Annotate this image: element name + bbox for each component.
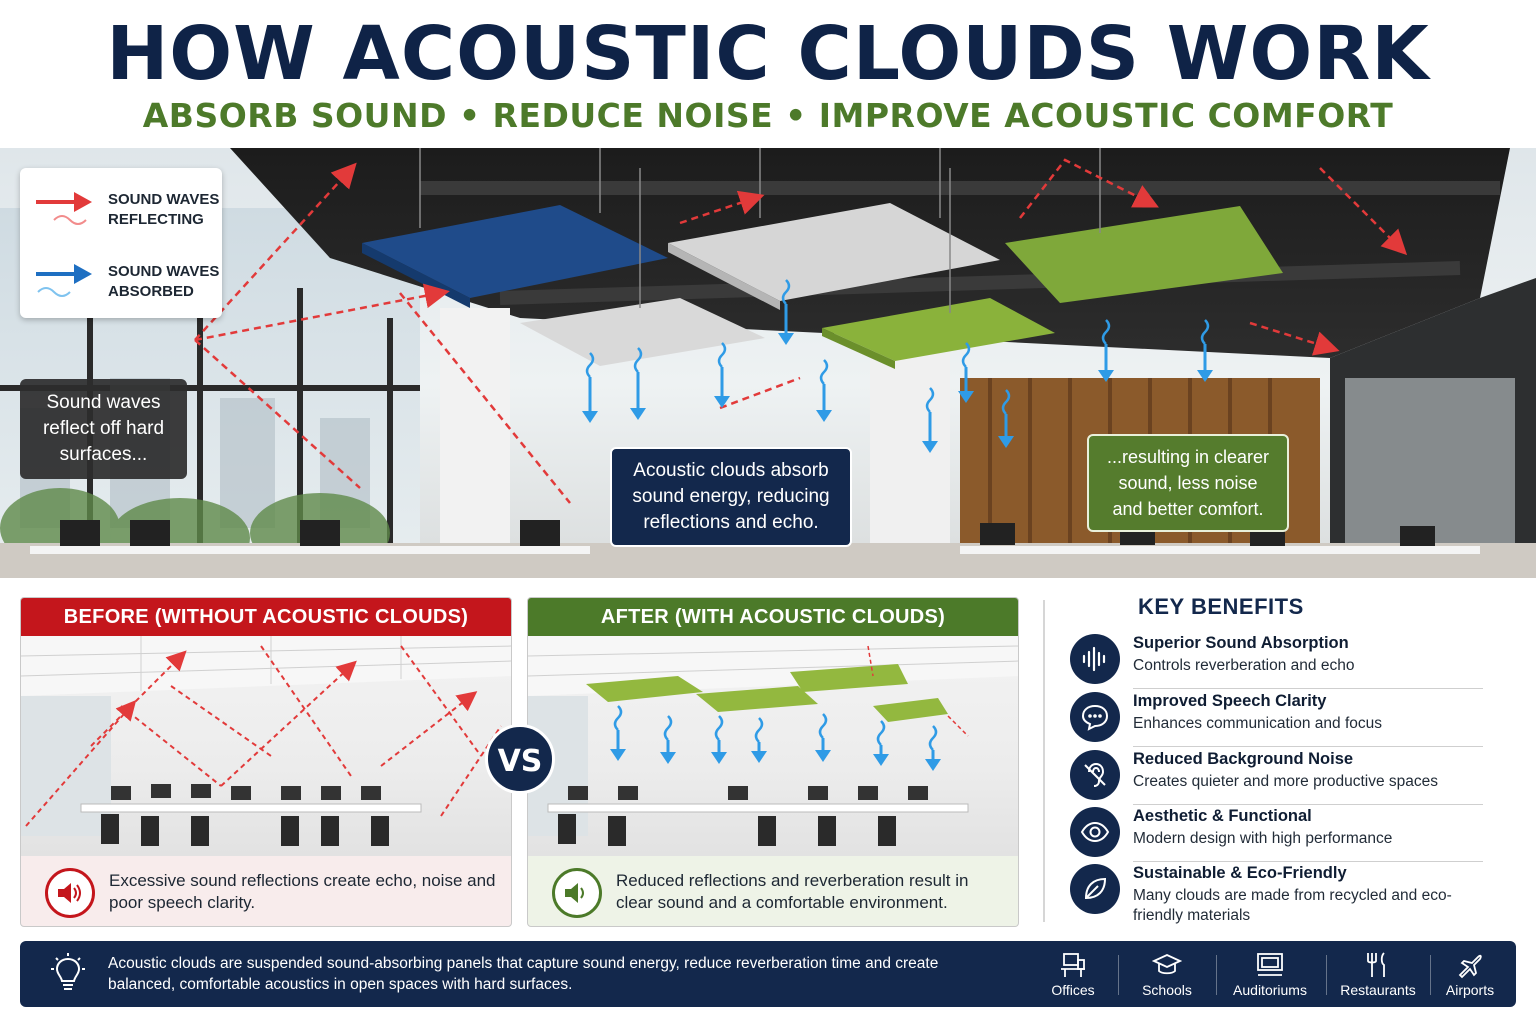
leaf-icon: [1070, 864, 1120, 914]
after-scene: [528, 636, 1018, 856]
venue-label: Schools: [1142, 982, 1192, 998]
benefit-title: Superior Sound Absorption: [1133, 634, 1349, 652]
venue-offices: Offices: [1042, 941, 1104, 1007]
benefit-description: Creates quieter and more productive spac…: [1133, 773, 1438, 790]
benefit-item-aesthetic: Aesthetic & Functional Modern design wit…: [1070, 805, 1484, 863]
legend-reflecting-label: SOUND WAVES REFLECTING: [108, 191, 220, 228]
before-scene: [21, 636, 511, 856]
venue-airports: Airports: [1438, 941, 1502, 1007]
footer-bar: Acoustic clouds are suspended sound-abso…: [20, 941, 1516, 1007]
venue-separator: [1118, 955, 1119, 995]
after-panel: AFTER (WITH ACOUSTIC CLOUDS): [527, 597, 1019, 927]
benefit-description: Modern design with high performance: [1133, 830, 1393, 847]
cutlery-icon: [1367, 952, 1385, 977]
absorbed-arrow: [610, 705, 626, 761]
sound-wave-icon: [1070, 634, 1120, 684]
callout-result: ...resulting in clearer sound, less nois…: [1087, 434, 1289, 532]
speech-bubble-icon: [1070, 692, 1120, 742]
absorbed-arrow: [958, 342, 974, 403]
venue-separator: [1430, 955, 1431, 995]
before-panel: BEFORE (WITHOUT ACOUSTIC CLOUDS): [20, 597, 512, 927]
auditorium-icon: [1257, 953, 1283, 976]
after-panel-title: AFTER (WITH ACOUSTIC CLOUDS): [528, 598, 1018, 636]
absorbed-arrow: [925, 725, 941, 771]
benefit-title: Aesthetic & Functional: [1133, 807, 1312, 825]
eye-icon: [1070, 807, 1120, 857]
venue-label: Offices: [1051, 982, 1095, 998]
absorbed-wave-arrows: [582, 279, 1213, 453]
before-office-illustration: [21, 636, 511, 846]
legend-item-reflecting: SOUND WAVES REFLECTING: [34, 182, 220, 234]
page-title: HOW ACOUSTIC CLOUDS WORK: [106, 11, 1430, 97]
legend-box: SOUND WAVES REFLECTING SOUND WAVES ABSOR…: [20, 168, 222, 318]
benefit-separator: [1133, 861, 1483, 862]
benefit-item-sustainable: Sustainable & Eco-Friendly Many clouds a…: [1070, 862, 1484, 924]
venue-label: Restaurants: [1340, 982, 1416, 998]
benefit-description: Many clouds are made from recycled and e…: [1133, 887, 1452, 924]
absorbed-arrow: [873, 720, 889, 766]
benefit-separator: [1133, 688, 1483, 689]
venue-restaurants: Restaurants: [1336, 941, 1420, 1007]
legend-absorbed-label: SOUND WAVES ABSORBED: [108, 263, 220, 300]
benefit-description: Enhances communication and focus: [1133, 715, 1383, 732]
benefit-title: Improved Speech Clarity: [1133, 692, 1327, 710]
absorbed-arrow: [660, 715, 676, 764]
benefit-item-sound-absorption: Superior Sound Absorption Controls rever…: [1070, 632, 1484, 690]
absorbed-arrow: [816, 359, 832, 422]
blue-arrow-icon: [36, 264, 92, 297]
legend-item-absorbed: SOUND WAVES ABSORBED: [34, 254, 220, 306]
venue-separator: [1326, 955, 1327, 995]
page-subtitle: ABSORB SOUND • REDUCE NOISE • IMPROVE AC…: [142, 96, 1394, 135]
after-footer: Reduced reflections and reverberation re…: [528, 856, 1018, 926]
absorbed-arrow: [815, 713, 831, 762]
benefit-item-background-noise: Reduced Background Noise Creates quieter…: [1070, 748, 1484, 806]
benefit-separator: [1133, 746, 1483, 747]
absorbed-arrow: [751, 717, 767, 763]
absorbed-arrow: [1098, 319, 1114, 382]
venue-schools: Schools: [1132, 941, 1202, 1007]
vs-badge: VS: [485, 724, 555, 794]
benefits-divider: [1043, 600, 1045, 922]
absorbed-arrow: [778, 279, 794, 345]
benefit-description: Controls reverberation and echo: [1133, 657, 1355, 674]
absorbed-arrow: [998, 389, 1014, 448]
after-description: Reduced reflections and reverberation re…: [616, 871, 969, 912]
lightbulb-icon: [48, 953, 88, 1000]
footer-description: Acoustic clouds are suspended sound-abso…: [108, 955, 939, 993]
callout-reflect: Sound waves reflect off hard surfaces...: [20, 379, 187, 479]
venue-separator: [1216, 955, 1217, 995]
venue-label: Auditoriums: [1233, 982, 1307, 998]
absorbed-arrow: [582, 352, 598, 423]
callout-absorb: Acoustic clouds absorb sound energy, red…: [610, 447, 852, 547]
benefit-title: Reduced Background Noise: [1133, 750, 1354, 768]
benefit-separator: [1133, 804, 1483, 805]
venue-label: Airports: [1445, 982, 1495, 998]
speaker-loud-icon: [45, 868, 95, 918]
red-arrow-icon: [36, 192, 92, 225]
absorbed-arrow: [922, 387, 938, 453]
absorbed-arrow: [714, 342, 730, 408]
absorbed-arrow: [1197, 319, 1213, 382]
before-footer: Excessive sound reflections create echo,…: [21, 856, 511, 926]
absorbed-arrow: [711, 715, 727, 764]
office-icon: [1061, 953, 1085, 977]
before-description: Excessive sound reflections create echo,…: [109, 871, 496, 912]
benefit-title: Sustainable & Eco-Friendly: [1133, 864, 1347, 882]
mute-ear-icon: [1070, 750, 1120, 800]
benefit-item-speech-clarity: Improved Speech Clarity Enhances communi…: [1070, 690, 1484, 748]
graduation-cap-icon: [1152, 954, 1182, 975]
before-panel-title: BEFORE (WITHOUT ACOUSTIC CLOUDS): [21, 598, 511, 636]
venue-auditoriums: Auditoriums: [1228, 941, 1312, 1007]
benefits-title: KEY BENEFITS: [1138, 594, 1304, 619]
airplane-icon: [1458, 954, 1482, 979]
after-office-illustration: [528, 636, 1018, 846]
absorbed-arrow: [630, 347, 646, 420]
speaker-soft-icon: [552, 868, 602, 918]
